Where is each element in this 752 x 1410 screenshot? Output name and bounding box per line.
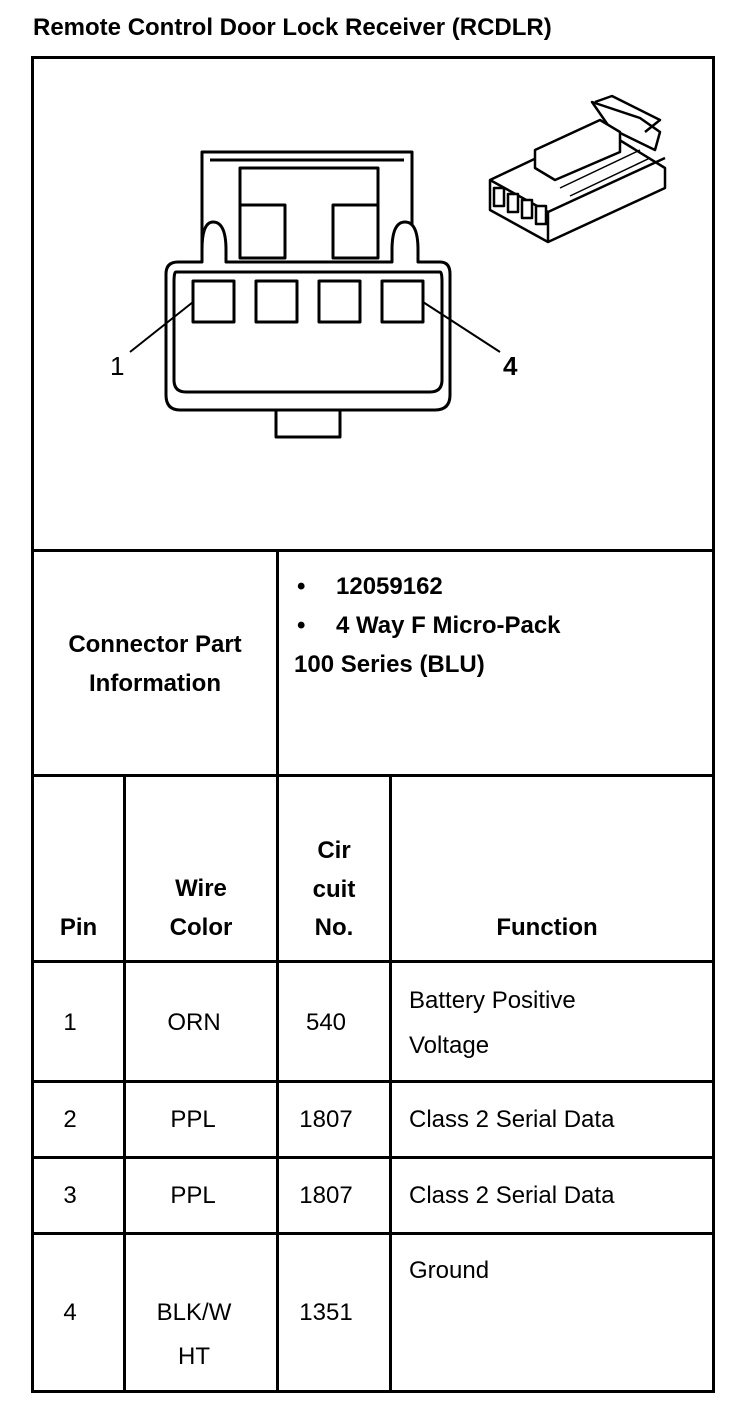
row-2-function: Class 2 Serial Data xyxy=(409,1106,615,1133)
header-pin: Pin xyxy=(59,914,98,941)
latch-tab-left xyxy=(238,203,287,260)
bullet-description: • xyxy=(297,612,306,639)
header-circuit-line1: Cir xyxy=(317,837,351,864)
row-1-color: ORN xyxy=(167,1009,221,1036)
row-1-function-line1: Battery Positive xyxy=(409,987,576,1014)
divider-col-pin xyxy=(123,774,126,1393)
divider-connector-col xyxy=(276,549,279,776)
header-circuit-line2: cuit xyxy=(312,876,356,903)
connector-key xyxy=(274,410,342,439)
row-4-color-line1: BLK/W xyxy=(156,1299,232,1326)
row-2-circuit: 1807 xyxy=(299,1106,353,1133)
connector-info-label-line2: Information xyxy=(89,670,221,697)
row-3-function: Class 2 Serial Data xyxy=(409,1182,615,1209)
pin-cavity-4 xyxy=(380,279,425,324)
leader-line-pin-4 xyxy=(422,301,501,353)
row-3-color: PPL xyxy=(170,1182,216,1209)
row-3-pin: 3 xyxy=(63,1182,77,1209)
divider-col-circuit xyxy=(389,774,392,1393)
header-circuit-line3: No. xyxy=(314,914,354,941)
row-2-color: PPL xyxy=(170,1106,216,1133)
divider-row-1 xyxy=(31,1080,715,1083)
bullet-part-number: • xyxy=(297,573,306,600)
divider-header xyxy=(31,960,715,963)
connector-series: 100 Series (BLU) xyxy=(294,651,485,678)
row-1-function-line2: Voltage xyxy=(409,1032,490,1059)
pin-cavity-2 xyxy=(254,279,299,324)
row-1-circuit: 540 xyxy=(305,1009,347,1036)
connector-3d-view xyxy=(488,94,667,244)
pin-cavity-3 xyxy=(317,279,362,324)
part-number: 12059162 xyxy=(336,573,443,600)
connector-table-frame xyxy=(31,56,715,1393)
header-function: Function xyxy=(496,914,598,941)
pin-cavity-1 xyxy=(191,279,236,324)
row-4-pin: 4 xyxy=(63,1299,77,1326)
row-3-circuit: 1807 xyxy=(299,1182,353,1209)
connector-info-label-line1: Connector Part xyxy=(68,631,242,658)
leader-line-pin-1 xyxy=(129,301,194,353)
row-1-pin: 1 xyxy=(63,1009,77,1036)
header-wire-color-line2: Color xyxy=(169,914,233,941)
pin-label-1: 1 xyxy=(110,351,124,381)
divider-col-color xyxy=(276,774,279,1393)
divider-row-3 xyxy=(31,1232,715,1235)
row-2-pin: 2 xyxy=(63,1106,77,1133)
divider-row-2 xyxy=(31,1156,715,1159)
latch-housing xyxy=(200,150,414,250)
connector-description: 4 Way F Micro-Pack xyxy=(336,612,561,639)
pin-label-4: 4 xyxy=(503,351,518,381)
header-wire-color-line1: Wire xyxy=(175,875,227,902)
divider-connector-info xyxy=(31,774,715,777)
row-4-circuit: 1351 xyxy=(299,1299,353,1326)
row-4-function: Ground xyxy=(409,1257,490,1284)
latch-tab-right xyxy=(331,203,380,260)
page-title: Remote Control Door Lock Receiver (RCDLR… xyxy=(33,14,552,41)
divider-diagram xyxy=(31,549,715,552)
connector-body xyxy=(164,220,452,412)
row-4-color-line2: HT xyxy=(178,1343,210,1370)
connector-face-diagram: 1 4 xyxy=(110,94,667,439)
